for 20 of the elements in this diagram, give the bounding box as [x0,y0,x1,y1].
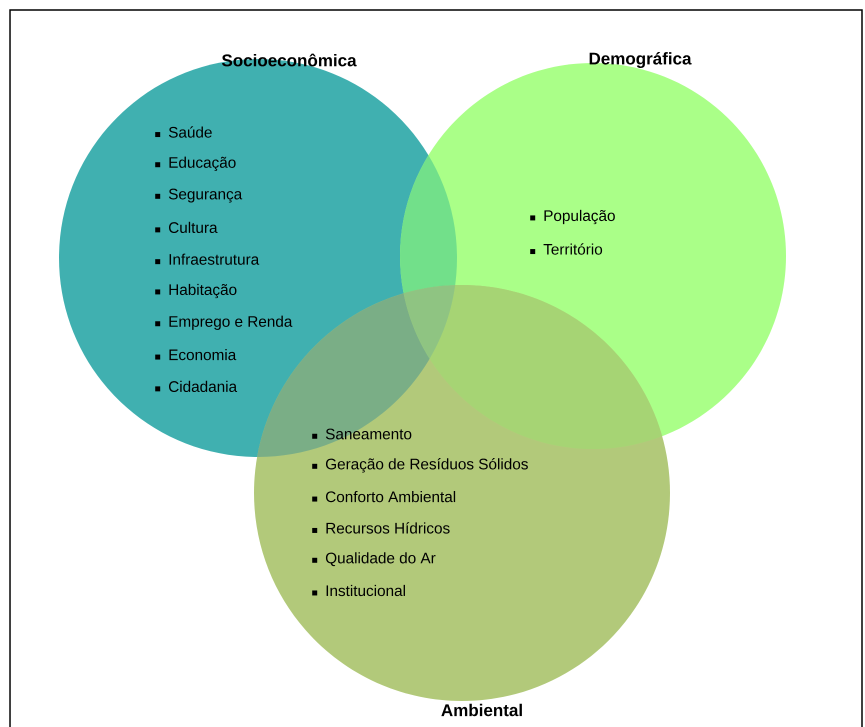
list-item: Economia [155,348,236,360]
circle-title: Demográfica [590,52,692,68]
list-item: Cidadania [155,380,238,392]
list-item: Segurança [155,188,242,203]
list-item: Educação [155,156,236,171]
circle-title: Socioeconômica [222,54,357,66]
list-item: Território [530,243,602,255]
list-item: Cultura [155,222,218,234]
list-item: Saúde [155,126,212,138]
list-item: Emprego e Renda [155,316,292,330]
list-item: Conforto Ambiental [312,490,456,502]
list-item: Recursos Hídricos [312,522,450,534]
list-item: Infraestrutura [155,254,260,265]
list-item: Geração de Resíduos Sólidos [312,458,528,473]
list-item: Institucional [312,584,405,596]
circle-title: Ambiental [441,704,522,716]
list-item: População [530,210,615,224]
list-item: Qualidade do Ar [312,552,436,566]
list-item: Saneamento [312,428,412,440]
list-item: Habitação [155,284,236,298]
